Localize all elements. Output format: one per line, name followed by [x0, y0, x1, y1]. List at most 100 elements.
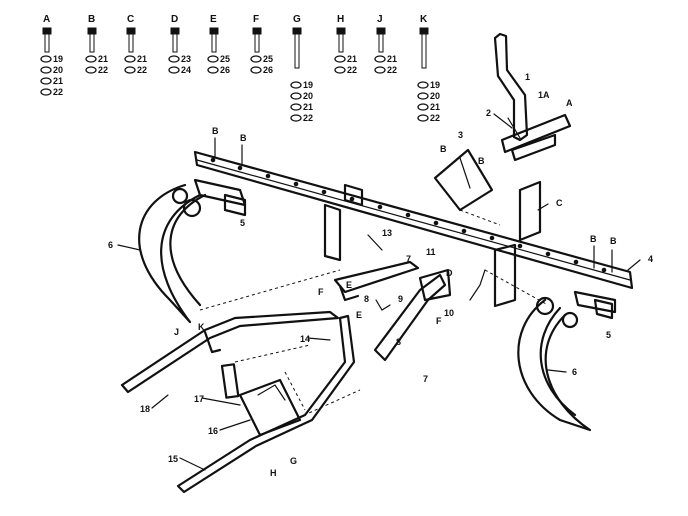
washer-icon: [290, 81, 302, 89]
washer-icon: [417, 103, 429, 111]
callout-17: 17: [194, 394, 204, 404]
hardware-part-number: 19: [303, 80, 313, 90]
callout-5-left: 5: [240, 218, 245, 228]
callout-letter-a: A: [566, 98, 573, 108]
leader-lines: [117, 113, 641, 471]
callout-9: 9: [398, 294, 403, 304]
callout-5-right: 5: [606, 330, 611, 340]
bolt-shaft: [338, 33, 344, 53]
hardware-part-number: 21: [387, 54, 397, 64]
washer-icon: [374, 55, 386, 63]
callout-2: 2: [486, 108, 491, 118]
hardware-part-number: 19: [430, 80, 440, 90]
hardware-part-number: 22: [98, 65, 108, 75]
callout-3: 3: [458, 130, 463, 140]
bolt-head: [376, 27, 386, 35]
bolt-shaft: [172, 33, 178, 53]
callout-7-bottom: 7: [423, 374, 428, 384]
callout-letter-b3: B: [440, 144, 447, 154]
hardware-part-number: 24: [181, 65, 191, 75]
washer-icon: [290, 103, 302, 111]
callout-4: 4: [648, 254, 653, 264]
washer-icon: [290, 92, 302, 100]
washer-icon: [250, 55, 262, 63]
washer-icon: [250, 66, 262, 74]
bolt-head: [336, 27, 346, 35]
hardware-part-number: 22: [387, 65, 397, 75]
callout-letter-h: H: [270, 468, 277, 478]
left-standard: [323, 183, 364, 262]
callout-letter-e2: E: [356, 310, 362, 320]
callout-8-top: 8: [364, 294, 369, 304]
washer-icon: [40, 66, 52, 74]
hardware-letter: C: [127, 14, 134, 25]
hardware-legend: A19202122B2122C2122D2324E2526F2526G19202…: [40, 14, 440, 123]
hardware-part-number: 22: [303, 113, 313, 123]
callout-11: 11: [426, 247, 436, 257]
washer-icon: [85, 55, 97, 63]
washer-icon: [40, 88, 52, 96]
washer-icon: [290, 114, 302, 122]
callout-15: 15: [168, 454, 178, 464]
callout-8-bottom: 8: [396, 337, 401, 347]
callout-letter-g: G: [290, 456, 297, 466]
hardware-part-number: 20: [53, 65, 63, 75]
callout-16: 16: [208, 426, 218, 436]
callout-letter-b1: B: [212, 126, 219, 136]
bolt-shaft: [89, 33, 95, 53]
washer-icon: [334, 55, 346, 63]
washer-icon: [417, 114, 429, 122]
bolt-head: [209, 27, 219, 35]
hardware-part-number: 25: [263, 54, 273, 64]
callout-1a: 1A: [538, 90, 550, 100]
washer-icon: [85, 66, 97, 74]
hardware-part-number: 26: [220, 65, 230, 75]
hardware-part-number: 23: [181, 54, 191, 64]
hardware-letter: G: [293, 14, 301, 25]
washer-icon: [168, 55, 180, 63]
washer-icon: [417, 81, 429, 89]
hardware-letter: F: [253, 14, 259, 25]
bolt-shaft: [128, 33, 134, 53]
callout-letter-d: D: [446, 268, 453, 278]
callout-18: 18: [140, 404, 150, 414]
hardware-letter: K: [420, 14, 428, 25]
washer-icon: [207, 55, 219, 63]
callout-letter-b2: B: [240, 133, 247, 143]
toolbar-frame: [193, 137, 634, 290]
washer-icon: [124, 66, 136, 74]
bolt-shaft: [44, 33, 50, 53]
hardware-part-number: 21: [53, 76, 63, 86]
center-hitch: [199, 234, 549, 362]
hardware-part-number: 21: [137, 54, 147, 64]
bolt-head: [42, 27, 52, 35]
washer-icon: [374, 66, 386, 74]
left-shovel: [138, 178, 247, 324]
callout-letter-c: C: [556, 198, 563, 208]
callout-letter-j: J: [174, 327, 179, 337]
hardware-letter: A: [43, 14, 50, 25]
bolt-head: [292, 27, 302, 35]
hardware-part-number: 19: [53, 54, 63, 64]
bolt-shaft: [294, 33, 300, 69]
callout-letter-k: K: [198, 322, 205, 332]
hardware-letter: E: [210, 14, 217, 25]
bolt-head: [126, 27, 136, 35]
callout-10: 10: [444, 308, 454, 318]
washer-icon: [334, 66, 346, 74]
right-shovel: [517, 290, 617, 432]
bracket-3: [433, 148, 501, 226]
washer-icon: [168, 66, 180, 74]
hardware-part-number: 22: [53, 87, 63, 97]
bolt-head: [419, 27, 429, 35]
hardware-letter: H: [337, 14, 344, 25]
callout-13: 13: [382, 228, 392, 238]
callouts: 1 1A 2 3 4 5 5 6 6 7 7 8 8 9 10 11 13 14…: [108, 72, 653, 478]
